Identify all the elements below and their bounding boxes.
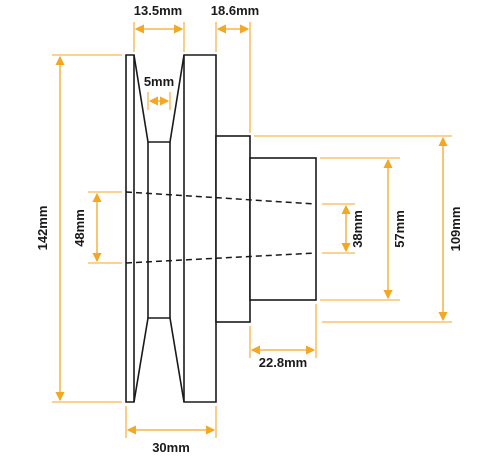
label-pulley-width: 30mm bbox=[152, 440, 190, 455]
label-top-hub-width: 18.6mm bbox=[211, 3, 259, 18]
dim-bore-outer: 48mm bbox=[72, 191, 122, 264]
label-hub-small: 57mm bbox=[392, 210, 407, 248]
dim-pulley-width: 30mm bbox=[125, 406, 217, 455]
dim-top-groove-width: 13.5mm bbox=[133, 3, 185, 52]
dim-hub-large: 109mm bbox=[254, 135, 463, 323]
bore-hidden-bottom bbox=[125, 252, 317, 264]
label-bore-inner: 38mm bbox=[350, 210, 365, 248]
label-bore-outer: 48mm bbox=[72, 209, 87, 247]
bore-hidden-top bbox=[125, 191, 317, 205]
groove-flange bbox=[125, 54, 217, 403]
dim-overall-diameter: 142mm bbox=[35, 54, 122, 403]
hub-large bbox=[215, 135, 251, 323]
dim-groove-bottom: 5mm bbox=[144, 74, 174, 110]
dim-bore-inner: 38mm bbox=[322, 203, 365, 254]
label-groove-bottom: 5mm bbox=[144, 74, 174, 89]
dim-hub-small: 57mm bbox=[320, 157, 407, 301]
dim-top-hub-width: 18.6mm bbox=[211, 3, 259, 133]
dim-hub-length: 22.8mm bbox=[249, 304, 317, 370]
label-top-groove-width: 13.5mm bbox=[134, 3, 182, 18]
pulley-body bbox=[125, 54, 317, 403]
label-hub-large: 109mm bbox=[448, 207, 463, 252]
label-overall-diameter: 142mm bbox=[35, 206, 50, 251]
label-hub-length: 22.8mm bbox=[259, 355, 307, 370]
hub-small bbox=[249, 157, 317, 301]
